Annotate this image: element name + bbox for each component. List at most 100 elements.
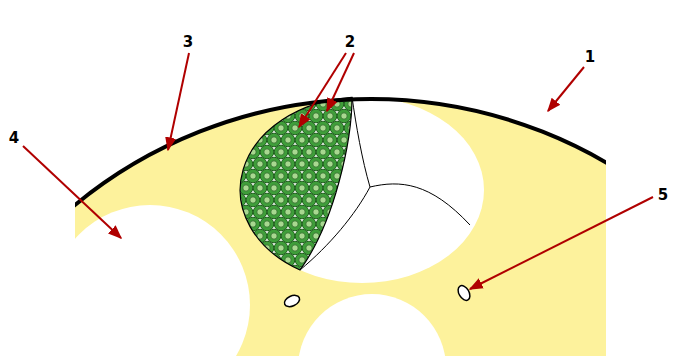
axon [253, 157, 267, 171]
axon-core [292, 269, 298, 275]
axon-sheath [330, 145, 344, 159]
axon-core [236, 221, 242, 227]
axon-sheath [225, 157, 239, 171]
axon-core [348, 245, 354, 251]
axon [309, 157, 323, 171]
axon [309, 229, 323, 243]
axon [323, 229, 337, 243]
axon-sheath [253, 157, 267, 171]
axon [323, 253, 337, 267]
axon-sheath [330, 121, 344, 135]
axon-sheath [267, 253, 281, 267]
septum [300, 187, 370, 270]
axon-core [320, 245, 326, 251]
blood-vessel [456, 284, 473, 303]
outer-border [75, 99, 606, 356]
axon-core [313, 161, 319, 167]
axon [246, 97, 260, 111]
axon-core [292, 125, 298, 131]
axon-core [348, 101, 354, 107]
axon-sheath [281, 181, 295, 195]
axon [295, 133, 309, 147]
axon-core [285, 233, 291, 239]
axon-sheath [309, 133, 323, 147]
axon [302, 169, 316, 183]
axon [351, 157, 365, 171]
axon [225, 181, 239, 195]
axon-core [313, 257, 319, 263]
axon-sheath [330, 241, 344, 255]
axon-core [334, 221, 340, 227]
axon [225, 229, 239, 243]
axon-core [264, 269, 270, 275]
axon [351, 181, 365, 195]
axon [274, 265, 288, 279]
axon-core [243, 185, 249, 191]
axon-core [285, 209, 291, 215]
axon-sheath [316, 265, 330, 279]
axon-core [299, 137, 305, 143]
axon-sheath [232, 145, 246, 159]
axon-core [327, 161, 333, 167]
axon [330, 265, 344, 279]
leader-line [299, 53, 346, 127]
axon-sheath [351, 109, 365, 123]
axon-sheath [337, 229, 351, 243]
axon-core [355, 185, 361, 191]
axon-core [229, 233, 235, 239]
axon-sheath [232, 193, 246, 207]
axon [232, 241, 246, 255]
axon-sheath [232, 265, 246, 279]
axon-sheath [288, 145, 302, 159]
axon-sheath [344, 217, 358, 231]
axon-core [327, 233, 333, 239]
axon-sheath [351, 229, 365, 243]
axon-sheath [225, 85, 239, 99]
axon-core [257, 257, 263, 263]
axon [267, 157, 281, 171]
axon [295, 85, 309, 99]
axon-sheath [267, 205, 281, 219]
axon-core [243, 89, 249, 95]
axon-core [313, 209, 319, 215]
axon-sheath [295, 85, 309, 99]
axon-sheath [344, 241, 358, 255]
axon [316, 265, 330, 279]
axon [330, 217, 344, 231]
axon-core [271, 185, 277, 191]
axon [281, 133, 295, 147]
axon-sheath [302, 145, 316, 159]
axon-core [348, 221, 354, 227]
axon-core [355, 89, 361, 95]
axon [323, 157, 337, 171]
axon-core [285, 161, 291, 167]
axon-core [299, 209, 305, 215]
axon [337, 109, 351, 123]
axon-sheath [246, 265, 260, 279]
callout-number: 5 [658, 188, 668, 203]
axon-sheath [302, 265, 316, 279]
axon-core [278, 269, 284, 275]
axon [239, 229, 253, 243]
axon-core [250, 101, 256, 107]
axon-core [320, 269, 326, 275]
axon-core [229, 257, 235, 263]
axon-sheath [274, 193, 288, 207]
axon-sheath [323, 133, 337, 147]
axon [239, 133, 253, 147]
axon [337, 253, 351, 267]
axon [225, 253, 239, 267]
septum [352, 97, 370, 187]
axon [351, 109, 365, 123]
axon-core [229, 89, 235, 95]
axon [260, 217, 274, 231]
axon [302, 265, 316, 279]
axon-sheath [253, 205, 267, 219]
fascicle [75, 205, 250, 356]
axon [330, 121, 344, 135]
axon-core [299, 257, 305, 263]
axon-sheath [239, 85, 253, 99]
axon-sheath [232, 241, 246, 255]
axon [281, 181, 295, 195]
axon [337, 205, 351, 219]
